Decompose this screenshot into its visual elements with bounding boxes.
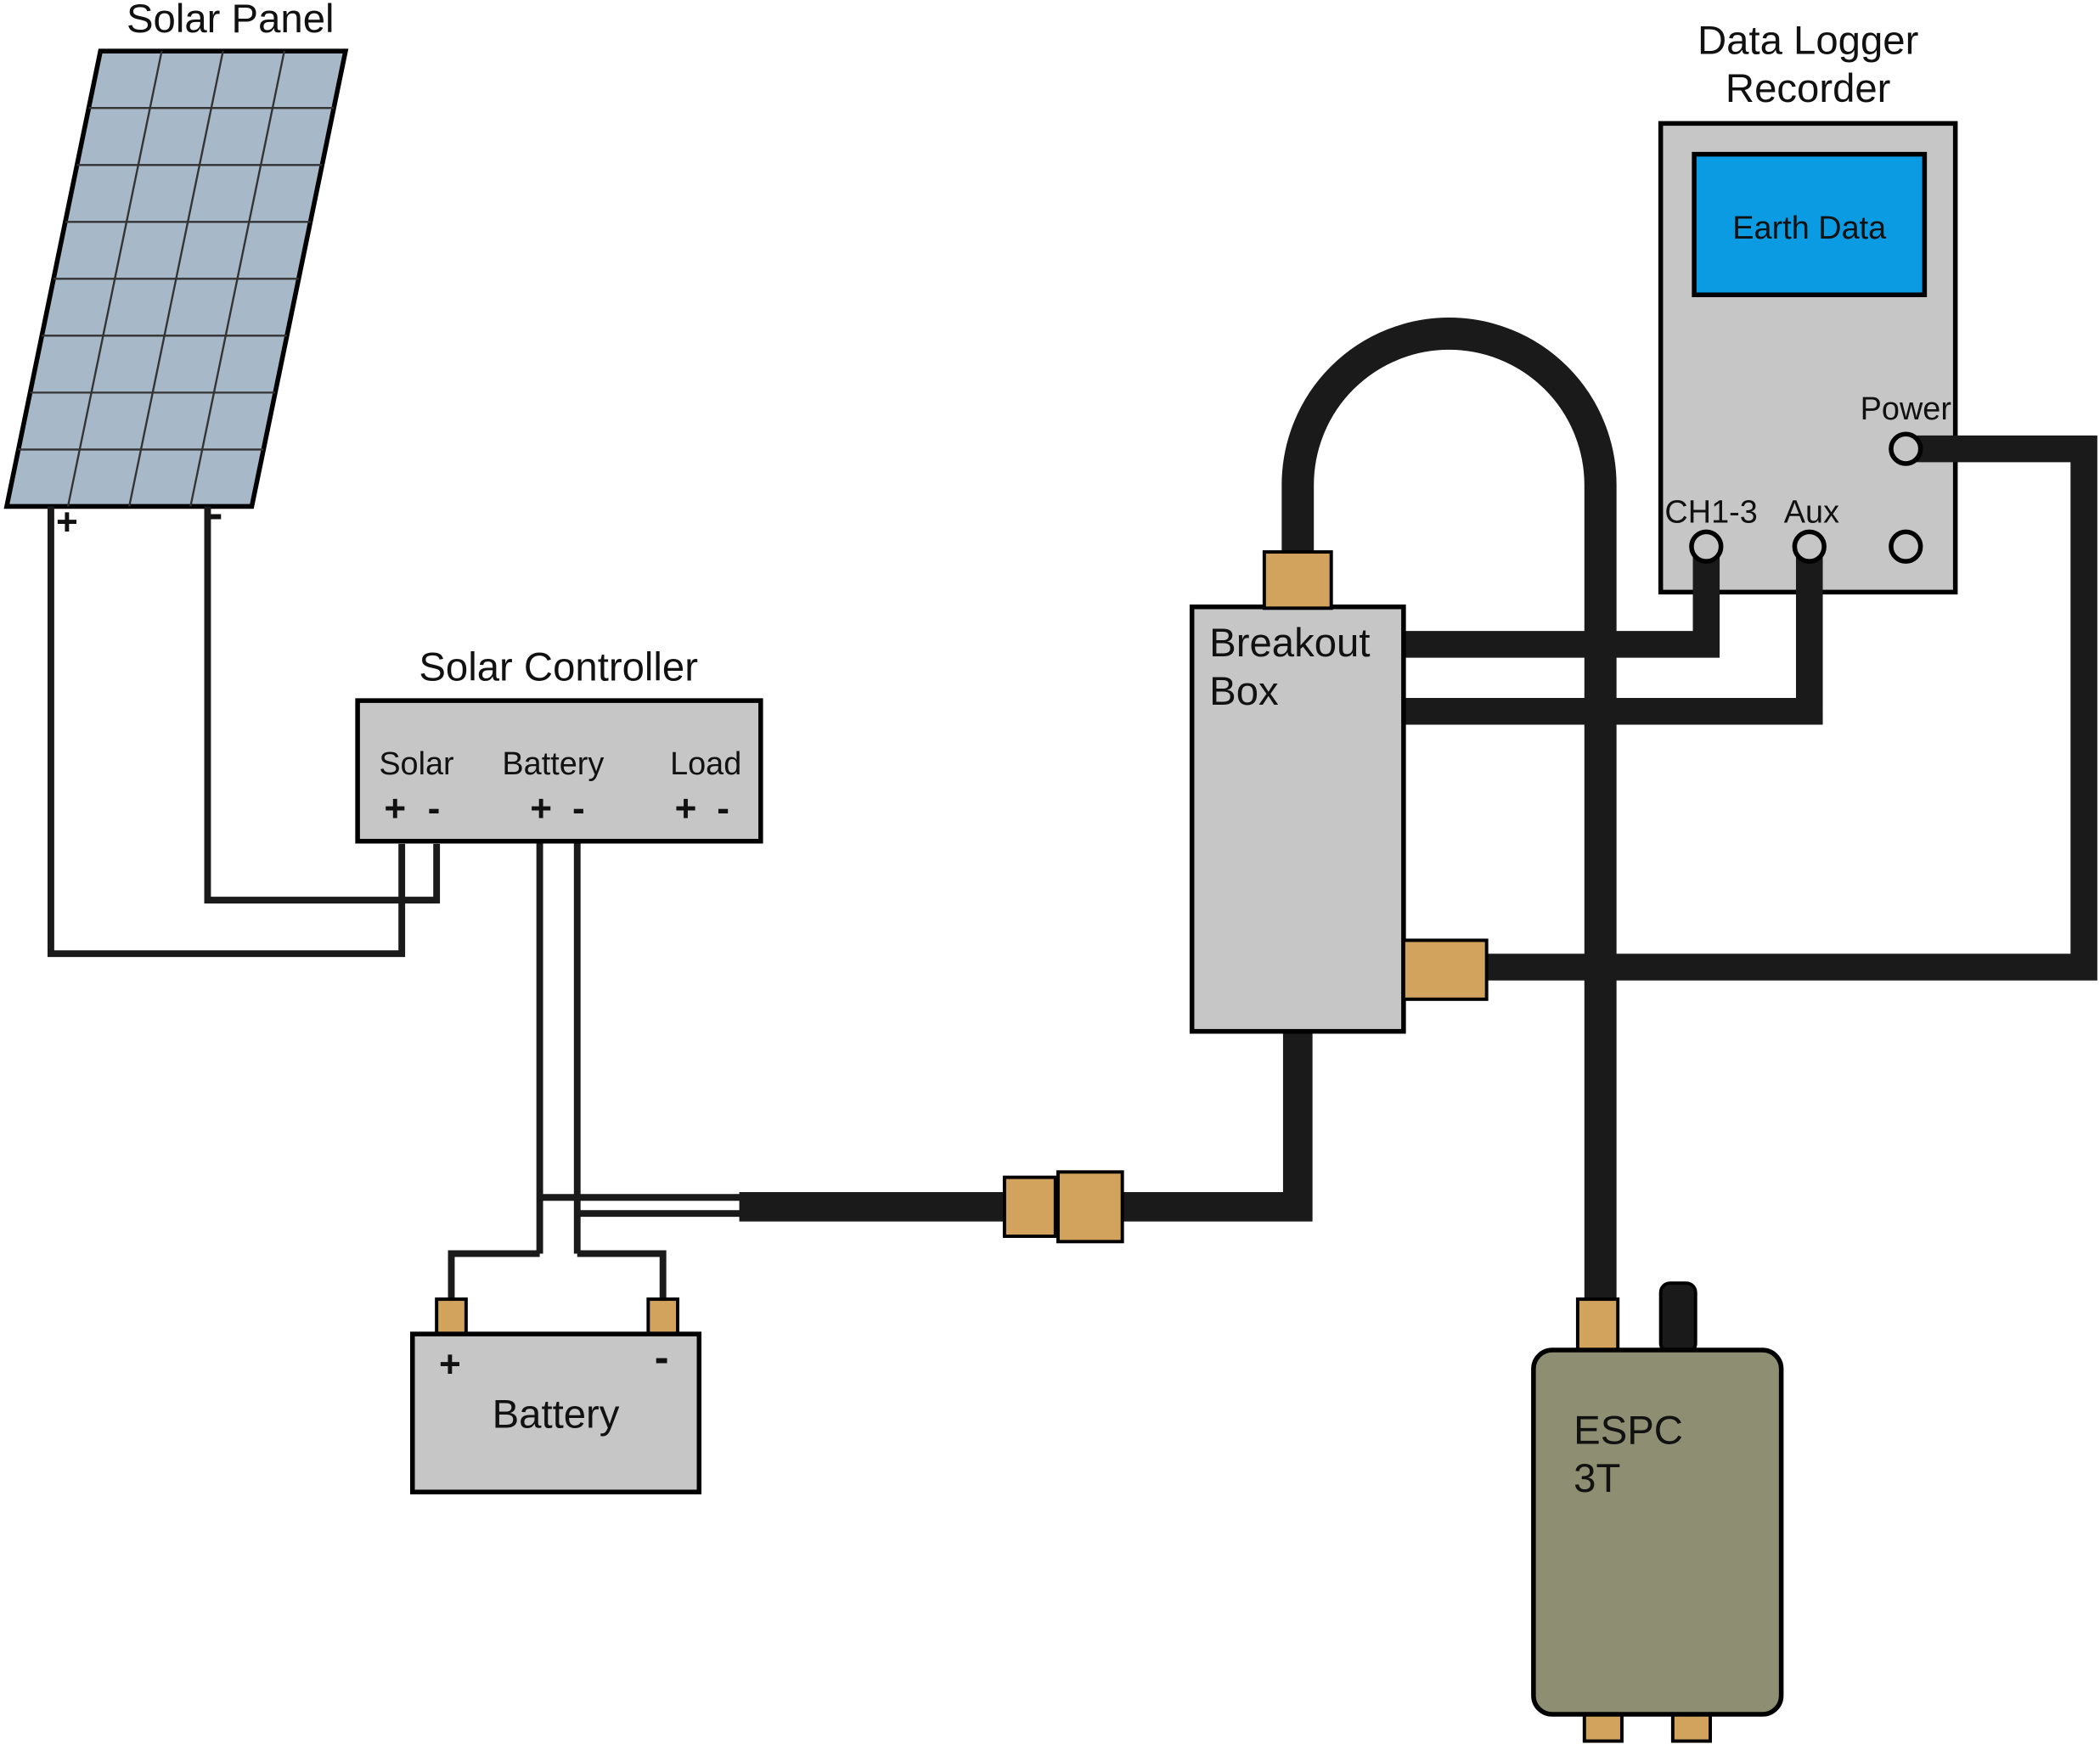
breakout-right-connector [1401,938,1489,1001]
wire-bracket-battery-minus [577,1250,667,1302]
cable-power-to-breakout [1481,435,2097,981]
terminal-label-battery: Battery [502,746,604,782]
breakout-label-line1: Breakout [1209,621,1370,666]
terminal-load-minus: - [717,788,729,830]
espc-label-line2: 3T [1574,1456,1620,1501]
battery-minus-post [646,1297,680,1339]
wire-panel-minus-to-controller [204,506,441,904]
solar-panel-plus-label: + [56,502,78,543]
inline-connector-large [1056,1170,1124,1244]
battery-label: Battery [493,1392,620,1437]
terminal-solar-plus: + [384,788,406,830]
spare-port [1889,529,1923,564]
terminal-battery-plus: + [530,788,552,830]
cable-breakout-to-ch13 [1393,555,1720,658]
power-label: Power [1861,391,1951,427]
cable-breakout-to-aux [1393,555,1823,725]
espc-top-connector [1575,1297,1620,1355]
aux-port [1792,529,1827,564]
screen-label: Earth Data [1732,211,1887,246]
terminal-label-solar: Solar [379,746,453,782]
power-port [1889,431,1923,466]
terminal-load-plus: + [675,788,697,830]
terminal-solar-minus: - [428,788,441,830]
cable-breakout-to-espc [1281,318,1617,1305]
solar-controller-title: Solar Controller [419,644,698,689]
solar-controller: Solar Controller Solar Battery Load + - … [355,644,763,844]
wire-bracket-battery-plus [448,1250,540,1302]
solar-panel-minus-label: - [209,489,223,537]
battery-plus-post [435,1297,468,1339]
breakout-top-connector [1262,550,1333,610]
inline-connector-small [1002,1175,1057,1238]
solar-panel-grid [18,50,335,507]
terminal-label-load: Load [670,746,741,782]
espc-body [1531,1347,1784,1717]
cable-load-to-breakout [739,1017,1313,1222]
data-logger-title-line2: Recorder [1726,66,1891,111]
battery-body [410,1331,702,1494]
battery-minus-label: - [655,1332,669,1381]
aux-label: Aux [1784,494,1839,530]
data-logger-screen [1692,151,1928,298]
breakout-box: Breakout Box [1189,550,1489,1034]
battery-plus-label: + [439,1344,461,1386]
solar-panel: Solar Panel + - [3,0,349,543]
data-logger-title-line1: Data Logger [1697,18,1918,63]
ch1-3-label: CH1-3 [1664,494,1757,530]
breakout-label-line2: Box [1209,669,1279,714]
espc-label-line1: ESPC [1574,1408,1683,1453]
wire-panel-plus-to-controller [47,506,406,958]
solar-panel-title: Solar Panel [127,0,335,42]
solar-controller-body [355,698,763,844]
espc-antenna-connector [1658,1281,1697,1355]
terminal-battery-minus: - [572,788,585,830]
espc-3t: ESPC 3T [1531,1281,1784,1743]
battery: + - Battery [410,1297,702,1494]
ch1-3-port [1689,529,1724,564]
